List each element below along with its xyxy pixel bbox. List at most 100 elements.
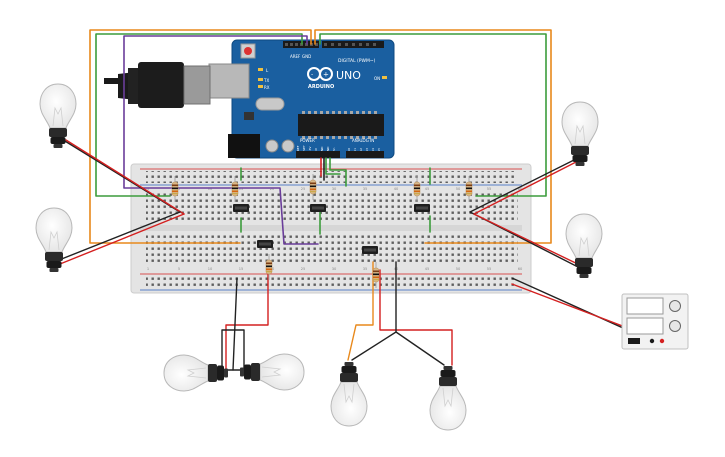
arduino-uno-board[interactable]: AREF GND DIGITAL (PWM~) - + UNO ARDUINO …: [104, 39, 395, 159]
light-bulb-icon[interactable]: [330, 361, 368, 427]
terminal-holes-upper: [146, 191, 518, 221]
wire-red[interactable]: [473, 159, 581, 215]
terminal-negative[interactable]: [649, 338, 655, 344]
usb-cable-plug: [138, 62, 184, 108]
power-supply-display: [626, 317, 664, 335]
column-label: 55: [487, 267, 492, 271]
transistor[interactable]: [233, 204, 249, 212]
rail-holes: [146, 276, 516, 282]
analog-pin-label: A2: [359, 148, 363, 152]
light-bulb-icon[interactable]: [35, 207, 73, 273]
svg-text:+: +: [323, 71, 329, 79]
current-knob[interactable]: [669, 320, 681, 332]
power-pin-label: 3.3V: [308, 146, 312, 154]
wire-black[interactable]: [232, 277, 238, 371]
column-label: 10: [208, 267, 213, 271]
atmega-chip: [298, 114, 384, 136]
wire-black[interactable]: [53, 211, 181, 263]
voltage-knob[interactable]: [669, 300, 681, 312]
light-bulb-icon[interactable]: [239, 353, 305, 391]
wires: [53, 29, 663, 371]
column-label: 60: [518, 267, 523, 271]
power-pin-label: GND: [326, 146, 330, 154]
power-pin-label: RESET: [302, 145, 306, 155]
column-label: 25: [301, 187, 306, 191]
wire-black[interactable]: [221, 329, 245, 371]
led-l: [258, 68, 263, 71]
transistor[interactable]: [362, 246, 378, 254]
light-bulb-icon[interactable]: [561, 101, 599, 167]
light-bulb-icon[interactable]: [39, 83, 77, 149]
analog-pin-label: A5: [377, 148, 381, 152]
wire-orange-right[interactable]: [314, 29, 552, 244]
arduino-logo: - +: [307, 67, 333, 81]
power-pin-label: Vin: [332, 148, 336, 153]
on-label: ON: [374, 76, 380, 81]
column-label: 60: [518, 187, 523, 191]
wire-orange-left[interactable]: [89, 29, 312, 244]
column-label: 15: [239, 187, 244, 191]
board-brand: UNO: [336, 69, 361, 82]
wire-black[interactable]: [395, 331, 445, 366]
power-supply-display: [626, 297, 664, 315]
transistor[interactable]: [257, 240, 273, 248]
center-channel: [140, 225, 522, 231]
column-label: 30: [332, 187, 337, 191]
column-label: 1: [147, 267, 149, 271]
wire-red[interactable]: [225, 261, 269, 371]
rx-label: RX: [264, 85, 270, 90]
led-on: [382, 76, 387, 79]
led-tx: [258, 78, 263, 81]
wire-green-left[interactable]: [95, 33, 303, 197]
power-pin-label: GND: [320, 146, 324, 154]
gnd-label: GND: [302, 54, 311, 59]
transistor[interactable]: [414, 204, 430, 212]
column-label: 55: [487, 187, 492, 191]
power-supply[interactable]: [621, 293, 689, 350]
analog-label: ANALOG IN: [352, 138, 374, 143]
arduino-logo-text: ARDUINO: [308, 84, 334, 90]
terminal-holes-lower: [146, 234, 518, 264]
analog-pin-label: A4: [371, 148, 375, 152]
analog-pin-label: A3: [365, 148, 369, 152]
column-label: 35: [363, 187, 368, 191]
column-label: 50: [456, 187, 461, 191]
analog-pin-label: A0: [347, 148, 351, 152]
light-bulb-icon[interactable]: [565, 213, 603, 279]
column-label: 25: [301, 267, 306, 271]
light-bulb-icon[interactable]: [163, 354, 229, 392]
light-bulb-icon[interactable]: [429, 365, 467, 431]
wire-orange[interactable]: [347, 261, 374, 361]
wire-red[interactable]: [379, 269, 453, 366]
wire-black[interactable]: [469, 159, 575, 213]
terminal-positive[interactable]: [659, 338, 665, 344]
column-label: 1: [147, 187, 149, 191]
column-label: 30: [332, 267, 337, 271]
column-label: 15: [239, 267, 244, 271]
wire-red[interactable]: [65, 139, 185, 215]
column-label: 35: [363, 267, 368, 271]
reset-button-cap[interactable]: [244, 47, 252, 55]
wire-green-power[interactable]: [325, 157, 341, 175]
digital-label: DIGITAL (PWM~): [338, 58, 376, 64]
wire-purple[interactable]: [123, 35, 319, 245]
crystal-oscillator: [255, 97, 285, 111]
wire-red[interactable]: [59, 213, 185, 265]
wire-green-right[interactable]: [319, 33, 547, 197]
power-switch[interactable]: [628, 338, 640, 344]
column-label: 20: [270, 187, 275, 191]
dc-power-jack: [228, 134, 260, 158]
tx-label: TX: [263, 78, 269, 83]
l-label: L: [266, 68, 269, 73]
column-label: 20: [270, 267, 275, 271]
capacitor: [281, 139, 295, 153]
header-analog: [346, 151, 384, 158]
column-label: 5: [178, 187, 180, 191]
wire-red[interactable]: [473, 213, 587, 269]
wire-green-power[interactable]: [329, 157, 347, 187]
transistor[interactable]: [310, 204, 326, 212]
